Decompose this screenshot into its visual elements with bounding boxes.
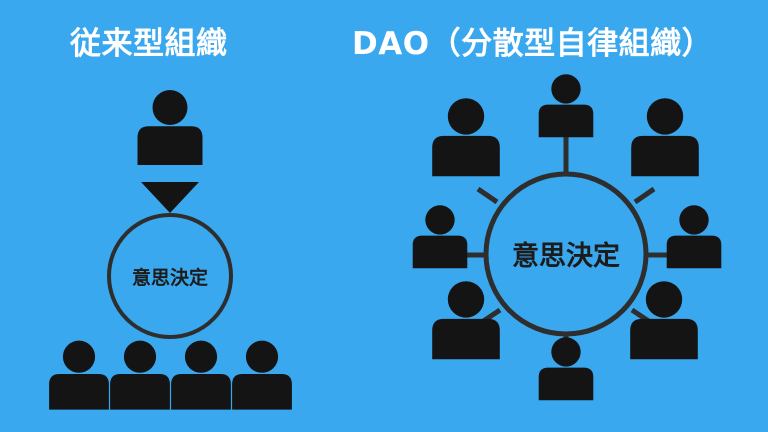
member-person-icon — [538, 74, 594, 138]
member-person-icon — [232, 340, 292, 410]
dao-title: DAO（分散型自律組織） — [352, 26, 714, 62]
leader-person-icon — [137, 90, 203, 165]
decision-circle-right — [483, 171, 649, 337]
member-person-icon — [631, 98, 699, 177]
member-person-icon — [110, 340, 170, 410]
decision-label-right: 意思決定 — [512, 240, 620, 272]
member-person-icon — [171, 340, 231, 410]
dao-diagram: 意思決定 — [412, 74, 722, 401]
down-arrow-icon — [141, 182, 199, 213]
member-person-icon — [432, 98, 500, 177]
member-person-icon — [666, 205, 722, 269]
member-person-icon — [630, 281, 698, 360]
decision-circle-left — [107, 213, 233, 339]
member-person-icon — [49, 340, 109, 410]
member-person-icon — [412, 205, 468, 269]
traditional-org-diagram: 意思決定 — [49, 90, 292, 410]
member-person-icon — [432, 281, 500, 360]
traditional-org-title: 従来型組織 — [70, 26, 228, 62]
member-person-icon — [538, 337, 594, 401]
decision-label-left: 意思決定 — [132, 266, 208, 289]
